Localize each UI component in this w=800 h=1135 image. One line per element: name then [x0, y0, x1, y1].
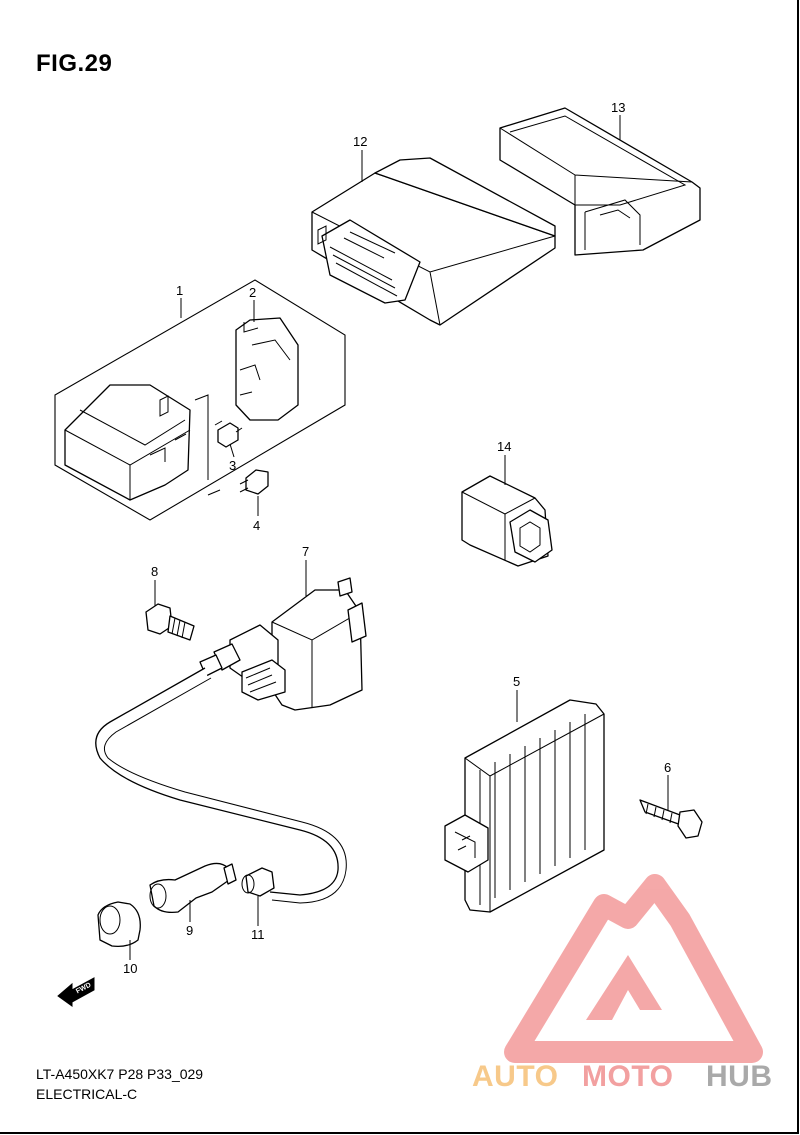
- ignition-coil: [199, 577, 367, 711]
- cap-10: [97, 901, 141, 948]
- connector-14: [461, 475, 553, 567]
- watermark-auto: AUTO: [472, 1060, 558, 1093]
- fwd-arrow-icon: FWD: [57, 977, 95, 1007]
- watermark-logo-icon: [504, 874, 763, 1063]
- relay-group: [54, 279, 346, 521]
- leader-lines: [129, 115, 669, 960]
- bolt-6: [639, 799, 703, 839]
- regulator-rectifier: [444, 699, 605, 913]
- callout-2: 2: [249, 285, 256, 300]
- model-code: LT-A450XK7 P28 P33_029: [36, 1066, 204, 1082]
- callout-4: 4: [253, 518, 260, 533]
- boot-9: [149, 862, 233, 914]
- callout-8: 8: [151, 564, 158, 579]
- spacer-near-9: [223, 863, 237, 885]
- callout-12: 12: [353, 134, 367, 149]
- callout-10: 10: [123, 961, 137, 976]
- watermark-text: AUTO MOTO HUB: [472, 1060, 773, 1093]
- ecm-unit: [311, 157, 556, 326]
- callout-14: 14: [497, 439, 511, 454]
- bolt-8: [145, 603, 195, 641]
- watermark-moto: MOTO: [582, 1060, 673, 1093]
- callout-1: 1: [176, 283, 183, 298]
- callout-13: 13: [611, 100, 625, 115]
- callout-11: 11: [251, 927, 265, 942]
- callout-5: 5: [513, 674, 520, 689]
- callout-6: 6: [664, 760, 671, 775]
- clamp-11: [241, 867, 275, 897]
- watermark-hub: HUB: [706, 1060, 773, 1093]
- high-tension-lead: [95, 667, 347, 904]
- ecm-holder: [499, 107, 701, 256]
- callout-9: 9: [186, 923, 193, 938]
- callout-3: 3: [229, 458, 236, 473]
- callout-7: 7: [302, 544, 309, 559]
- section-name: ELECTRICAL-C: [36, 1086, 138, 1102]
- figure-title: FIG.29: [36, 50, 113, 77]
